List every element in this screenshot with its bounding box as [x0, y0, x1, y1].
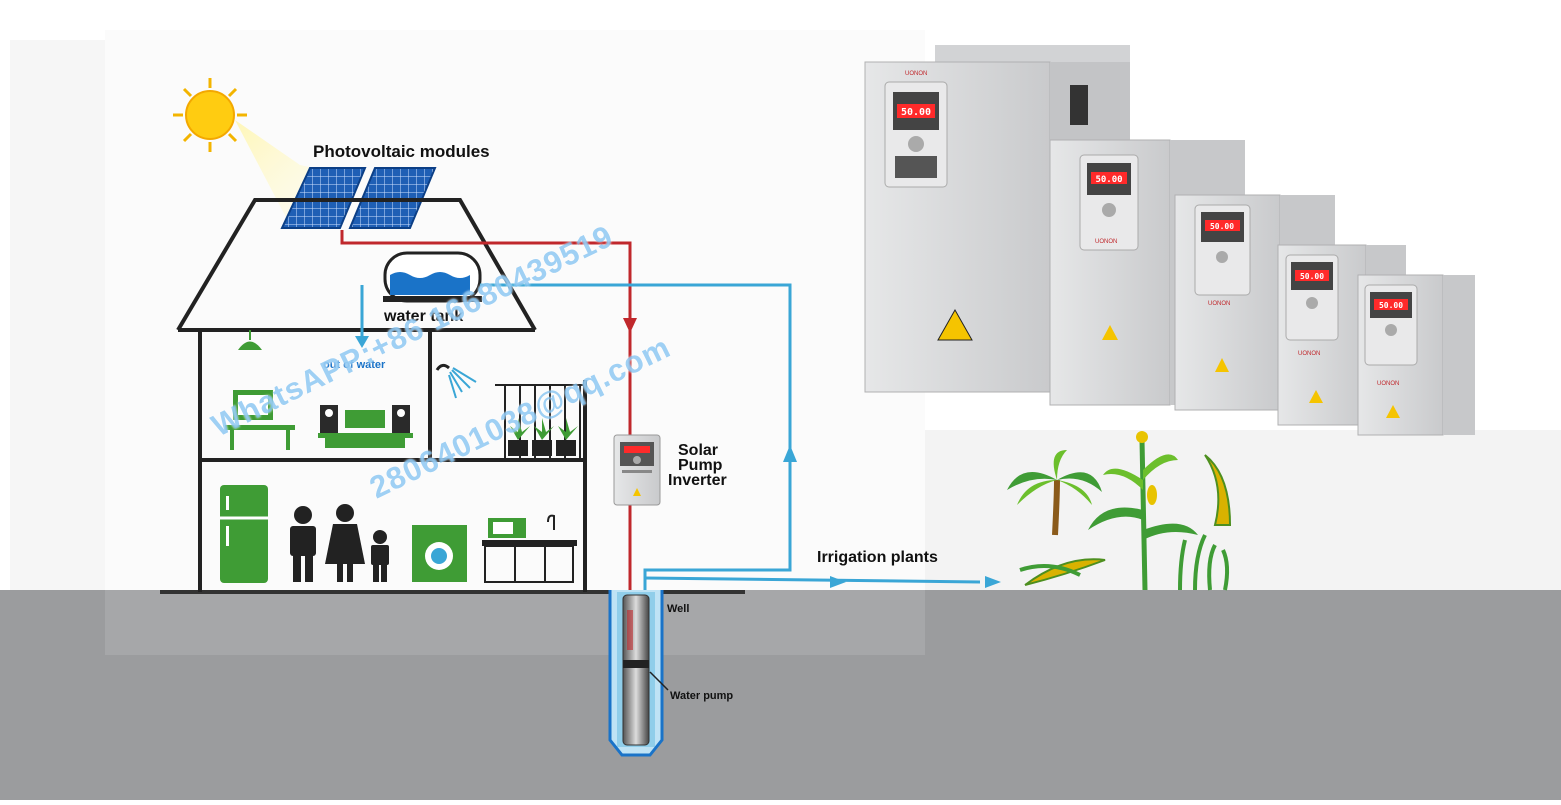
solar-label-line2: Pump — [678, 457, 723, 474]
photovoltaic-label: Photovoltaic modules — [313, 142, 490, 161]
shower-icon — [435, 363, 477, 399]
out-of-water-label: out of water — [323, 359, 386, 371]
family-icon — [290, 504, 389, 582]
inverter-brand-label: UONON — [1377, 381, 1399, 387]
solar-label-line3: Inverter — [668, 472, 727, 489]
water-pump-label: Water pump — [670, 690, 734, 702]
water-pump-icon — [622, 594, 669, 746]
well-label: Well — [667, 603, 690, 615]
corn-plant-icon — [1088, 431, 1198, 591]
water-tank-label: water tank — [384, 308, 464, 325]
inverter-displays: 50.00UONON50.00UONON50.00UONON50.00UONON… — [901, 71, 1403, 387]
solar-pump-inverter-label: Solar Pump Inverter — [668, 442, 727, 489]
palm-tree-icon — [1007, 450, 1102, 536]
inverter-product-photo — [864, 45, 1475, 436]
washing-machine-icon — [412, 525, 467, 582]
water-tank-icon — [383, 251, 482, 303]
inverter-display-value: 50.00 — [1379, 301, 1403, 310]
inverter-display-value: 50.00 — [1300, 272, 1324, 281]
water-arrow-up — [783, 445, 797, 462]
tv-icon — [225, 390, 295, 450]
potted-plants-icon — [508, 418, 578, 456]
inverter-display-value: 50.00 — [901, 107, 931, 118]
inverter-brand-label: UONON — [1095, 239, 1117, 245]
power-arrow — [623, 318, 637, 333]
inverter-small-3 — [1357, 274, 1475, 436]
solar-label-line1: Solar — [678, 442, 719, 459]
water-arrow-mid — [830, 576, 846, 588]
inverter-display-value: 50.00 — [1210, 222, 1234, 231]
right-backdrop — [925, 430, 1561, 590]
lamp-icon — [238, 330, 262, 350]
wheat-plant-icon — [1178, 454, 1232, 591]
house-outline — [176, 198, 587, 592]
power-line — [340, 230, 632, 600]
inverter-brand-label: UONON — [905, 71, 927, 77]
ground-shade — [105, 590, 925, 655]
fridge-icon — [220, 485, 268, 583]
rice-plant-icon — [1019, 558, 1106, 586]
inverter-display-value: 50.00 — [1095, 175, 1122, 185]
inverter-brand-label: UONON — [1208, 301, 1230, 307]
water-arrow-down — [355, 336, 369, 348]
water-arrow-end — [985, 576, 1001, 588]
stereo-icon — [318, 405, 413, 448]
irrigation-plants-label: Irrigation plants — [817, 549, 938, 566]
solar-pump-inverter-icon — [613, 434, 661, 506]
inverter-brand-label: UONON — [1298, 351, 1320, 357]
kitchen-icon — [482, 514, 577, 583]
water-line — [360, 283, 981, 600]
